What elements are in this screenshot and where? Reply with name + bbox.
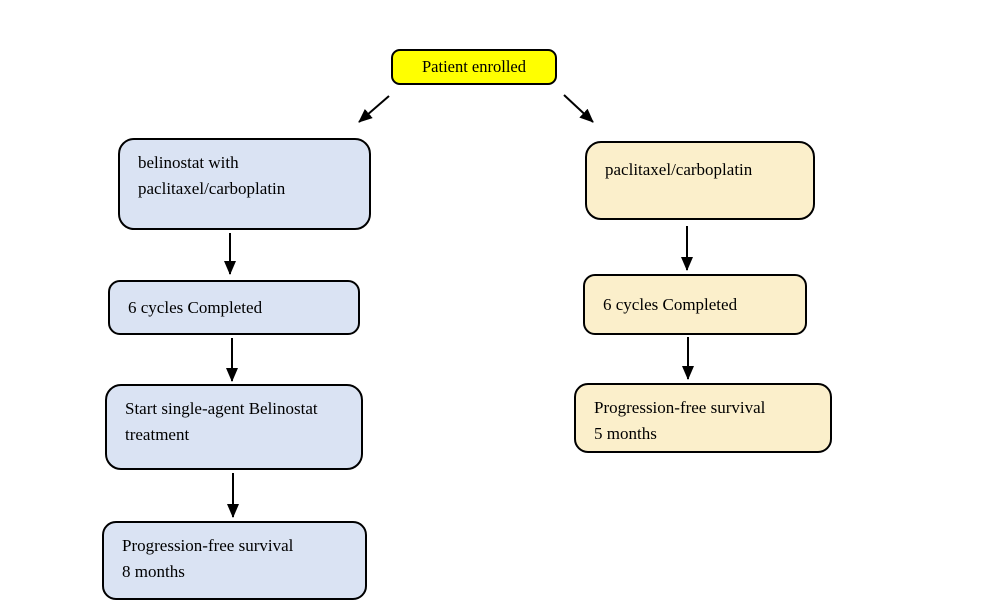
node-paclitaxel-carboplatin: paclitaxel/carboplatin <box>585 141 815 220</box>
arrow-enrolled-to-paclitaxel-arm <box>563 94 594 123</box>
node-right-progression-free-survival-5-months: Progression-free survival 5 months <box>574 383 832 453</box>
node-start-single-agent-belinostat: Start single-agent Belinostat treatment <box>105 384 363 470</box>
node-left-6-cycles-completed: 6 cycles Completed <box>108 280 360 335</box>
node-belinostat-with-paclitaxel-carboplatin: belinostat with paclitaxel/carboplatin <box>118 138 371 230</box>
arrow-enrolled-to-belinostat-arm <box>358 95 390 123</box>
node-right-6-cycles-completed: 6 cycles Completed <box>583 274 807 335</box>
node-patient-enrolled: Patient enrolled <box>391 49 557 85</box>
node-left-progression-free-survival-8-months: Progression-free survival 8 months <box>102 521 367 600</box>
